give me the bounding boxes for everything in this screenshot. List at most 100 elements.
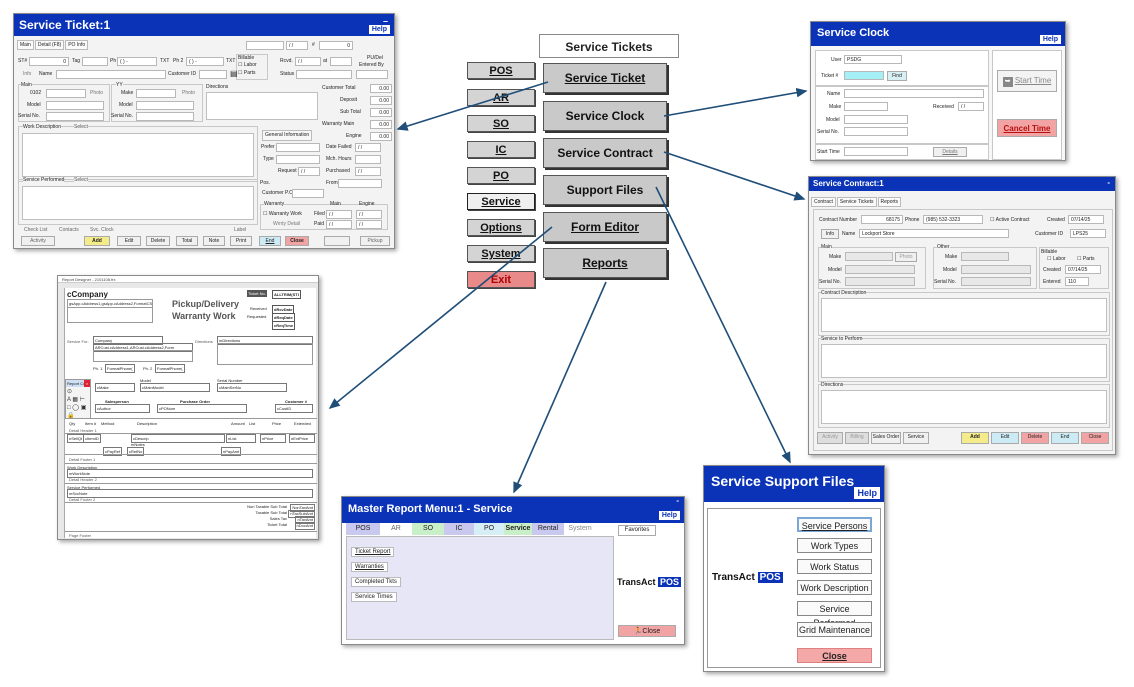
contract-minimize-icon[interactable]: -: [1107, 178, 1110, 187]
delete-button[interactable]: Delete: [146, 236, 170, 246]
contract-entered-field[interactable]: 110: [1065, 277, 1089, 286]
tag-field[interactable]: [82, 57, 108, 66]
st-field[interactable]: 0: [29, 57, 69, 66]
clock-serial-field[interactable]: [844, 127, 908, 136]
ticket-date-field[interactable]: / /: [286, 41, 308, 50]
service-persons-button[interactable]: Service Persons: [797, 517, 872, 532]
work-desc-select[interactable]: Select: [74, 124, 88, 131]
designer-ticket-no-value[interactable]: ALLTRIM(STI: [272, 290, 301, 299]
rm-tab-so[interactable]: SO: [412, 523, 444, 535]
active-contract-checkbox[interactable]: ☐ Active Contract: [990, 217, 1030, 223]
photo2-label[interactable]: Photo: [182, 90, 196, 96]
cancel-time-button[interactable]: Cancel Time: [997, 119, 1057, 137]
contract-phone-field[interactable]: (985) 532-3323: [923, 215, 983, 224]
prefer-dropdown[interactable]: [276, 143, 320, 152]
purchased-field[interactable]: / /: [355, 167, 381, 176]
contract-model2-field[interactable]: [961, 265, 1031, 274]
contract-photo-button[interactable]: Photo: [895, 252, 917, 262]
rm-tab-ic[interactable]: IC: [444, 523, 474, 535]
line-tool-icon[interactable]: ⊢: [79, 397, 85, 403]
status-dropdown[interactable]: [296, 70, 352, 79]
lock-tool-icon[interactable]: 🔒: [67, 413, 75, 419]
pickup-button[interactable]: Pickup: [360, 236, 390, 246]
check-list-link[interactable]: Check List: [24, 227, 48, 233]
type-dropdown[interactable]: [276, 155, 320, 164]
contract-edit-button[interactable]: Edit: [991, 432, 1019, 444]
label-link[interactable]: Label: [234, 227, 247, 233]
clock-ticket-field[interactable]: [844, 71, 884, 80]
clock-user-field[interactable]: PSDG: [844, 55, 902, 64]
menu-exit-button[interactable]: Exit: [467, 271, 535, 288]
contract-model-field[interactable]: [845, 265, 915, 274]
name-field[interactable]: [56, 70, 166, 79]
tab-detail[interactable]: Detail (F8): [34, 40, 65, 50]
minimize-icon[interactable]: –: [382, 16, 388, 26]
photo-label[interactable]: Photo: [90, 90, 104, 96]
rm-tab-service[interactable]: Service: [504, 523, 532, 535]
menu-pos-button[interactable]: POS: [467, 62, 535, 79]
wrnty-detail-label[interactable]: Wrnty Detail: [273, 221, 301, 227]
contract-created2-field[interactable]: 07/14/25: [1065, 265, 1101, 274]
ticket-dropdown[interactable]: [246, 41, 284, 50]
box-tool-icon[interactable]: □: [67, 405, 71, 411]
report-item-ticket[interactable]: Ticket Report: [351, 547, 395, 557]
contract-directions-area[interactable]: [821, 390, 1107, 424]
line-item-field[interactable]: cItemID: [83, 434, 101, 443]
customer-id-field[interactable]: [199, 70, 227, 79]
line-ext-field[interactable]: nExtPrice: [289, 434, 315, 443]
filed-engine-field[interactable]: / /: [356, 210, 382, 219]
activity-button[interactable]: Activity: [21, 236, 55, 246]
line-payref-field[interactable]: cPayRef: [103, 447, 123, 456]
print-button[interactable]: Print: [230, 236, 252, 246]
info-label[interactable]: Info: [23, 71, 32, 77]
date-failed-field[interactable]: / /: [355, 143, 381, 152]
contract-make2-field[interactable]: [961, 252, 1009, 261]
designer-po-field[interactable]: cPONum: [157, 404, 247, 413]
designer-ph2-field[interactable]: FormatPhone(: [155, 364, 185, 373]
line-list-field[interactable]: nList: [226, 434, 256, 443]
contract-info-button[interactable]: Info: [821, 229, 839, 239]
paid-engine-field[interactable]: / /: [356, 220, 382, 229]
designer-svc-note-field[interactable]: mSvcNote: [67, 489, 313, 498]
line-desc-field[interactable]: cDescrip: [131, 434, 225, 443]
note-button[interactable]: Note: [203, 236, 225, 246]
report-help-button[interactable]: Help: [657, 510, 681, 521]
labor-checkbox[interactable]: ☐ Labor: [238, 62, 257, 68]
rm-tab-ar[interactable]: AR: [380, 523, 412, 535]
model-field[interactable]: [46, 101, 104, 110]
ph2-field[interactable]: ( ) -: [186, 57, 224, 66]
service-performed-select[interactable]: Select: [74, 177, 88, 184]
contract-end-button[interactable]: End: [1051, 432, 1079, 444]
contract-parts-checkbox[interactable]: ☐ Parts: [1077, 256, 1095, 262]
contract-sales-order-button[interactable]: Sales Order: [871, 432, 901, 444]
filed-main-field[interactable]: / /: [326, 210, 352, 219]
start-time-button[interactable]: ➥ Start Time: [997, 70, 1057, 92]
contract-billing-button[interactable]: Billing: [845, 432, 869, 444]
designer-ph1-field[interactable]: FormatPhone(: [105, 364, 135, 373]
rcvd-field[interactable]: / /: [295, 57, 321, 66]
service-contract-button[interactable]: Service Contract: [543, 138, 667, 168]
paid-main-field[interactable]: / /: [326, 220, 352, 229]
contract-service-button[interactable]: Service: [903, 432, 929, 444]
make-dropdown[interactable]: [136, 89, 176, 98]
clock-details-button[interactable]: Details: [933, 147, 967, 157]
clock-find-button[interactable]: Find: [887, 71, 907, 81]
designer-total-value[interactable]: nDocAmt: [294, 522, 315, 530]
menu-service-button[interactable]: Service: [467, 193, 535, 210]
rm-tab-po[interactable]: PO: [474, 523, 504, 535]
designer-toolbox[interactable]: Report Co × ⊙ A ▦ ⊢ □ ◯ ▣ 🔒: [65, 379, 91, 419]
tab-service-tickets[interactable]: Service Tickets: [836, 197, 877, 207]
menu-ic-button[interactable]: IC: [467, 141, 535, 158]
clock-model-field[interactable]: [844, 115, 908, 124]
rm-tab-pos[interactable]: POS: [346, 523, 380, 535]
contract-make-field[interactable]: [845, 252, 893, 261]
designer-cust-field[interactable]: cCustID: [275, 404, 313, 413]
designer-model-field[interactable]: cMainModel: [140, 383, 210, 392]
general-info-tab[interactable]: General Information: [262, 130, 313, 141]
serial-field[interactable]: [46, 112, 104, 121]
parts-checkbox[interactable]: ☐ Parts: [238, 70, 256, 76]
work-types-button[interactable]: Work Types: [797, 538, 872, 553]
tab-main[interactable]: Main: [17, 40, 34, 50]
work-status-button[interactable]: Work Status: [797, 559, 872, 574]
work-description-area[interactable]: [22, 133, 254, 177]
